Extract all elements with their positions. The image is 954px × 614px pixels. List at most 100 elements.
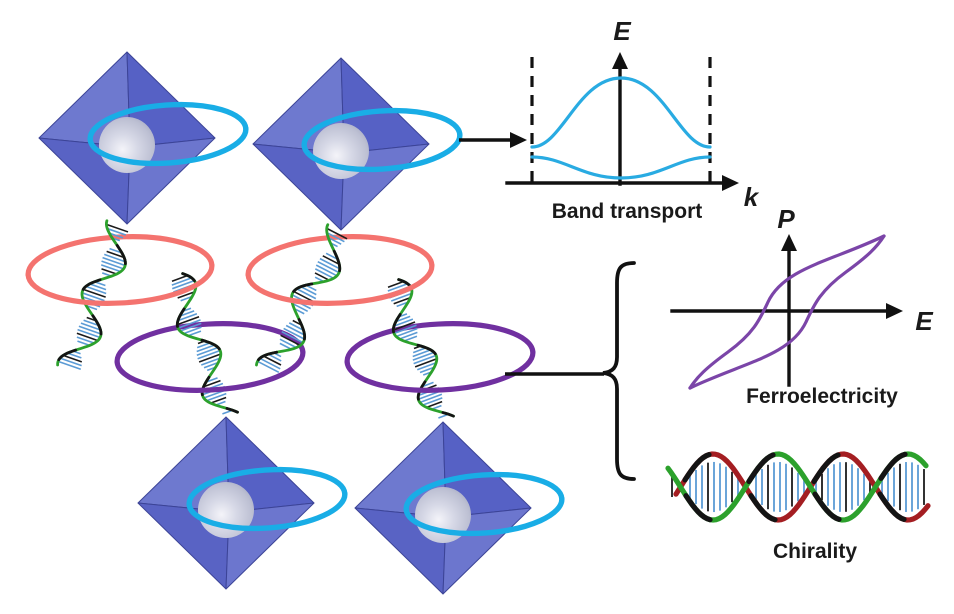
band-y-axis-label: E [613,16,631,46]
base-pair-rung [412,351,435,361]
band-x-arrowhead-icon [722,175,739,191]
base-pair-rung [177,319,201,329]
base-pair-rung [67,352,82,359]
base-pair-rung [89,283,107,291]
helical-chain [255,223,348,374]
octahedron-with-cation [252,57,463,231]
base-pair-rung [417,362,437,371]
band-x-axis-label: k [744,182,760,212]
chirality-red-strand-shadow [748,493,778,523]
base-pair-rung [196,346,219,356]
octahedron-with-cation [38,51,249,225]
base-pair-rung [419,393,443,404]
chirality-red-strand-shadow [811,452,841,485]
double-helix [665,451,931,523]
base-pair-rung [210,396,227,404]
base-pair-rung [285,324,305,336]
helix-strand-shadow [91,314,103,336]
band-transport-diagram: E k Band transport [505,16,760,223]
orbit-ring-front [301,131,463,173]
base-pair-rung [422,397,443,406]
base-pair-rung [109,232,124,239]
helix-strand-shadow [81,278,102,291]
base-pair-rung [177,315,200,326]
red-orbit-ring-front [25,262,215,306]
base-pair-rung [395,327,418,338]
base-pair-rung [101,268,117,275]
band-upper-curve [530,76,712,149]
helix-strand-shadow [292,282,314,293]
ferroelectricity-caption: Ferroelectricity [746,385,898,408]
base-pair-rung [326,227,348,240]
band-transport-caption: Band transport [552,200,703,223]
helical-chain [171,272,239,415]
base-pair-rung [283,327,305,340]
red-orbit-ring-back [245,234,435,278]
rings-front-layer [25,262,536,393]
base-pair-rung [412,347,427,354]
base-pair-rung [291,302,309,313]
base-pair-rung [203,361,219,369]
orbit-ring-back [186,466,348,508]
chirality-green-strand-shadow [746,452,776,485]
base-pair-rung [414,358,438,368]
hysteresis-ascending-branch [688,234,886,390]
purple-orbit-ring-front [344,349,536,393]
chirality-green-strand-shadow [683,493,713,523]
base-pair-rung [281,330,304,344]
base-pair-rung [315,264,338,277]
base-pair-rung [393,318,414,327]
chirality-green-strand-shadow [812,491,842,522]
base-pair-rung [326,231,345,243]
purple-orbit-ring-front [114,349,306,393]
base-pair-rung [387,282,408,292]
orbit-ring-back [301,107,463,149]
base-pair-rung [288,322,304,331]
base-pair-rung [100,264,121,273]
octahedra-layer [38,51,565,595]
base-pair-rung [106,227,127,236]
base-pair-rung [412,349,431,358]
base-pair-rung [314,268,335,279]
base-pair-rung [403,335,418,342]
helix-strand-shadow [416,343,437,356]
arrow-head-icon [510,132,527,148]
base-pair-rung [206,392,227,402]
base-pair-rung [395,315,411,323]
base-pair-rung [76,336,95,344]
orbit-ring-back [87,101,249,143]
helix-strand-shadow [200,338,221,351]
base-pair-rung [267,353,282,362]
chirality-green-strand-shadow [878,451,908,481]
orbit-ring-back [403,471,565,513]
base-pair-rung [104,253,126,263]
helix-strand-shadow [332,249,342,273]
base-pair-rung [387,280,404,288]
ferro-x-arrowhead-icon [886,303,903,319]
base-pair-rung [101,260,124,270]
helical-chain [387,278,455,419]
base-pair-rung [259,357,281,370]
orbit-ring-front [186,490,348,532]
orbit-ring-front [87,125,249,167]
base-pair-rung [279,338,297,349]
base-pair-rung [419,366,435,374]
base-pair-rung [263,355,282,366]
ferro-y-axis-label: P [777,204,795,234]
base-pair-rung [187,330,202,337]
helix-strand-shadow [391,313,402,334]
ferro-x-axis-label: E [915,306,933,336]
base-pair-rung [179,322,202,332]
base-pair-rung [322,255,340,266]
base-pair-rung [399,331,418,340]
base-pair-rung [317,260,340,274]
octahedron-with-cation [137,416,348,590]
base-pair-rung [171,277,192,286]
helix-strand-shadow [225,407,239,414]
base-pair-rung [171,274,188,282]
grouping-brace [505,261,636,481]
base-pair-rung [83,319,100,327]
base-pair-rung [109,247,123,254]
